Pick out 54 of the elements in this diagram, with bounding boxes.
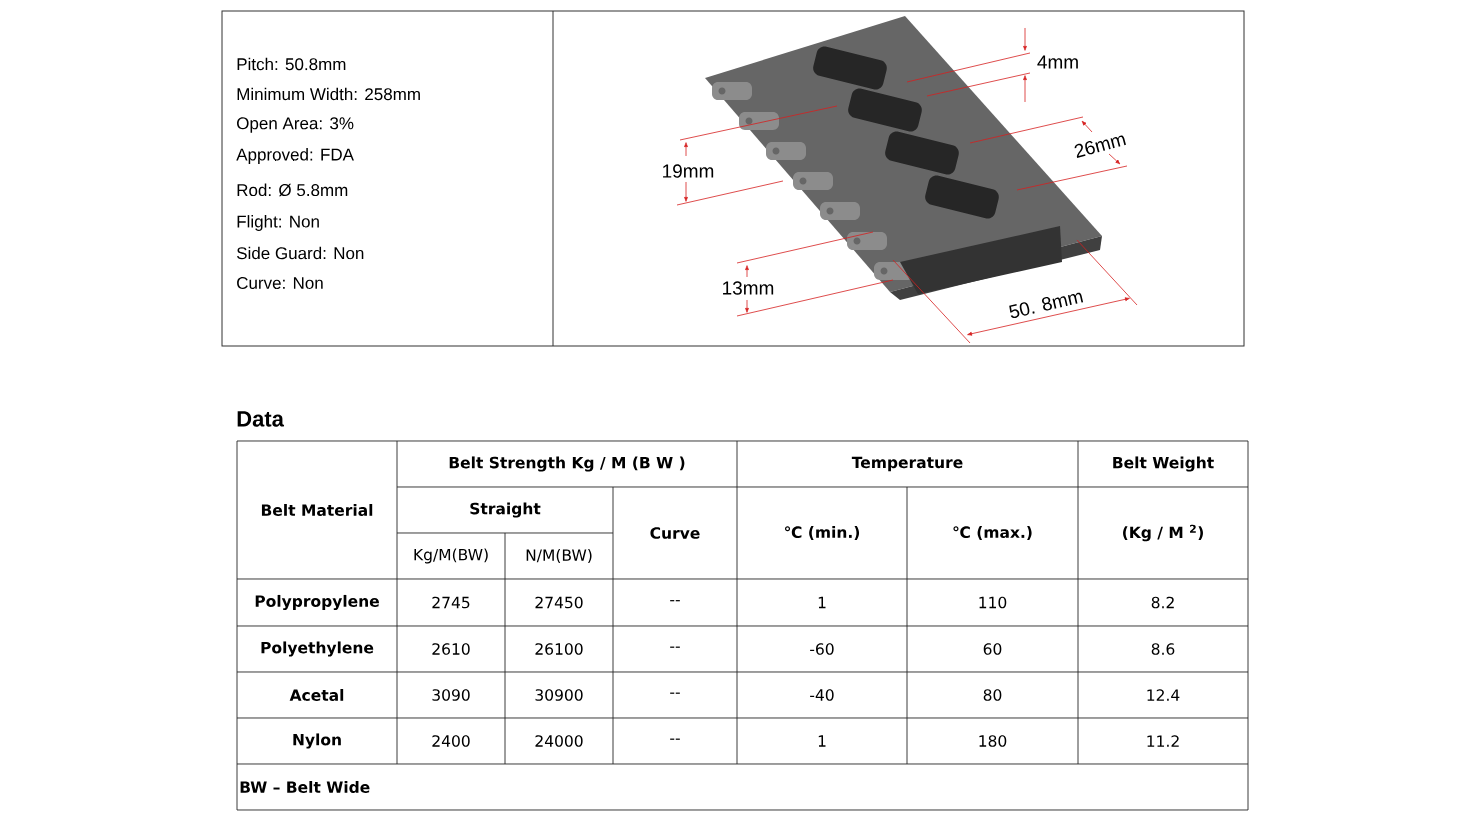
value-text: -- [670, 738, 680, 740]
value-text: -- [670, 600, 680, 602]
spec-text: Approved: FDA [236, 148, 354, 164]
value-text: -- [670, 646, 680, 648]
dimension-label: 26mm [1074, 135, 1126, 158]
spec-text: Pitch: 50.8mm [237, 57, 346, 71]
value-text: 80 [983, 689, 1002, 701]
column-header: Kg/M(BW) [414, 548, 488, 564]
value-text: -60 [810, 643, 834, 655]
value-text: 2745 [432, 596, 470, 609]
material-name: Acetal [289, 689, 344, 701]
value-text: 110 [979, 596, 1007, 609]
value-text: 24000 [535, 735, 583, 747]
value-text: 1 [818, 596, 826, 609]
spec-text: Open Area: 3% [237, 117, 354, 133]
material-name: Polyethylene [261, 641, 374, 657]
value-text: 1 [818, 735, 826, 747]
value-text: 2610 [432, 643, 470, 655]
footnote-text: BW – Belt Wide [240, 781, 370, 793]
spec-text: Side Guard: Non [237, 246, 364, 260]
column-header: (Kg / M $^{2}$) [1123, 524, 1203, 542]
dimension-label: 13mm [723, 281, 774, 295]
column-header: Temperature [851, 456, 963, 472]
value-text: 60 [983, 643, 1002, 655]
column-header: ℃ (max.) [953, 526, 1032, 540]
column-header: ℃ (min.) [785, 526, 860, 540]
material-name: Polypropylene [255, 594, 379, 611]
material-name: Nylon [293, 733, 341, 749]
dimension-label: 4mm [1037, 55, 1078, 69]
section-heading: Data [237, 411, 284, 427]
value-text: 26100 [535, 643, 583, 655]
spec-text: Minimum Width: 258mm [237, 87, 420, 101]
value-text: 11.2 [1147, 735, 1179, 747]
value-text: 8.2 [1151, 596, 1174, 609]
column-header: Straight [470, 502, 541, 518]
column-header: Belt Material [261, 504, 373, 516]
column-header: Belt Weight [1113, 456, 1214, 472]
value-text: 27450 [535, 596, 583, 609]
value-text: -40 [810, 689, 834, 701]
dimension-label: 19mm [663, 164, 714, 178]
value-text: 180 [979, 735, 1007, 747]
value-text: 8.6 [1151, 643, 1175, 655]
column-header: Belt Strength Kg / M (B W ) [449, 456, 685, 472]
value-text: 2400 [432, 735, 470, 747]
spec-text: Rod: Ø 5.8mm [237, 183, 348, 197]
column-header: Curve [650, 527, 700, 539]
value-text: 12.4 [1147, 689, 1180, 701]
column-header: N/M(BW) [526, 549, 592, 563]
spec-text: Curve: Non [237, 277, 323, 289]
value-text: -- [670, 692, 680, 694]
dimension-label: 50. 8mm [1009, 292, 1084, 319]
value-text: 3090 [432, 689, 470, 701]
value-text: 30900 [535, 689, 583, 701]
spec-text: Flight: Non [237, 215, 319, 231]
